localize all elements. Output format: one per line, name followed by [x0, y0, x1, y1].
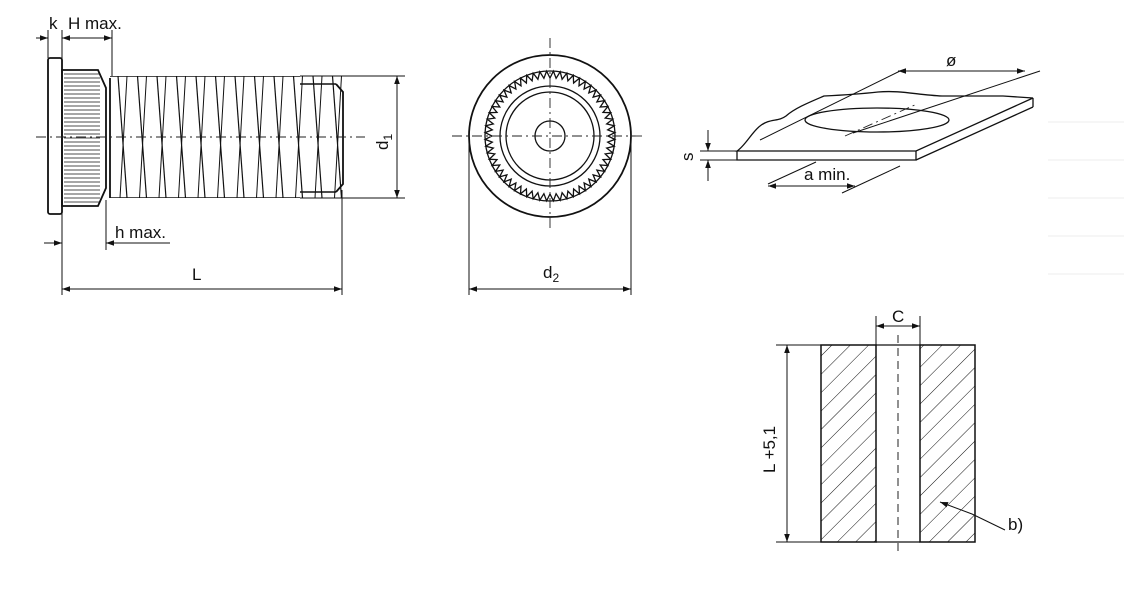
mounting-hole: [804, 107, 950, 133]
hatched-right: [919, 344, 976, 543]
label-hole-depth: L +5,1: [760, 426, 779, 473]
pin-end: [335, 83, 344, 193]
bore-section: C L +5,1 b): [760, 307, 1023, 555]
knurl-pattern: [64, 73, 100, 203]
sheet-top: [734, 90, 1034, 152]
label-a-min: a min.: [804, 165, 850, 184]
sheet-front: [736, 151, 917, 161]
faint-rules: [1048, 121, 1124, 275]
label-d2: d2: [543, 263, 559, 285]
hatched-left: [820, 344, 877, 543]
stud-head: [47, 57, 63, 215]
label-c: C: [892, 307, 904, 326]
label-h-upper: H max.: [68, 14, 122, 33]
label-h-lower: h max.: [115, 223, 166, 242]
label-thickness: s: [678, 153, 697, 162]
label-d1: d1: [373, 134, 395, 150]
label-b: b): [1008, 515, 1023, 534]
stud-side-view: k H max. h max. L d1: [36, 14, 405, 295]
sheet-mounting-view: ø s a min.: [678, 51, 1041, 194]
label-k: k: [49, 14, 58, 33]
label-length: L: [192, 265, 201, 284]
label-diameter: ø: [946, 51, 956, 70]
stud-end-view: d2: [452, 38, 645, 295]
